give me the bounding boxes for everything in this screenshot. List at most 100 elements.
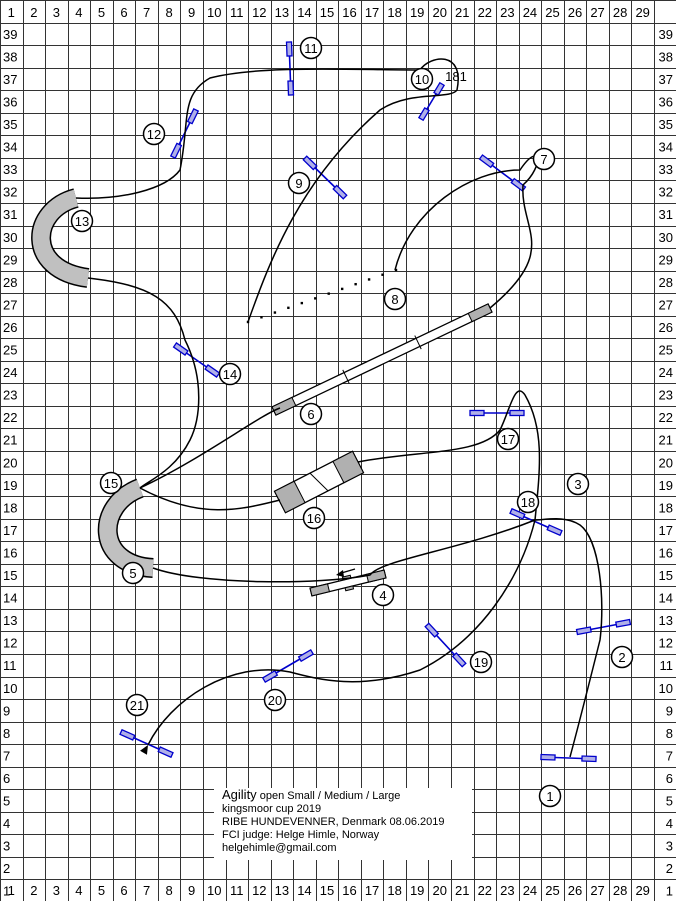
column-label: 9 (188, 5, 195, 20)
column-label: 16 (342, 883, 356, 898)
column-label: 11 (230, 883, 244, 898)
row-label: 1 (3, 884, 10, 899)
row-label: 34 (3, 140, 17, 155)
column-label: 15 (320, 5, 334, 20)
jump-21 (119, 728, 174, 759)
jump-19 (424, 622, 467, 668)
row-label: 22 (659, 410, 673, 425)
row-label: 1 (666, 884, 673, 899)
svg-text:12: 12 (147, 127, 161, 142)
row-label: 16 (3, 545, 17, 560)
row-label: 6 (3, 771, 10, 786)
svg-text:9: 9 (295, 176, 302, 191)
column-label: 18 (387, 5, 401, 20)
row-label: 18 (659, 500, 673, 515)
row-label: 25 (3, 343, 17, 358)
row-label: 27 (3, 297, 17, 312)
column-label: 19 (410, 5, 424, 20)
obstacle-number-17: 17 (496, 427, 520, 451)
course-info-box: Agility open Small / Medium / Large king… (214, 788, 472, 860)
row-label: 19 (3, 478, 17, 493)
column-label: 27 (590, 883, 604, 898)
column-label: 25 (545, 5, 559, 20)
row-label: 14 (3, 591, 17, 606)
obstacle-number-8: 8 (383, 287, 407, 311)
row-label: 12 (659, 636, 673, 651)
row-label: 37 (659, 72, 673, 87)
svg-text:16: 16 (307, 511, 321, 526)
row-label: 24 (659, 365, 673, 380)
finish-arrow-icon (140, 745, 148, 755)
column-label: 13 (275, 883, 289, 898)
obstacle-number-10: 10 (410, 67, 434, 91)
row-label: 39 (659, 27, 673, 42)
row-label: 35 (3, 117, 17, 132)
svg-text:15: 15 (104, 476, 118, 491)
column-label: 28 (613, 883, 627, 898)
column-label: 23 (500, 5, 514, 20)
row-label: 33 (659, 162, 673, 177)
obstacle-number-5: 5 (121, 561, 145, 585)
column-label: 9 (188, 883, 195, 898)
column-label: 1 (8, 5, 15, 20)
dogwalk (271, 303, 493, 416)
course-classes: open Small / Medium / Large (259, 790, 401, 802)
row-label: 5 (3, 794, 10, 809)
column-label: 19 (410, 883, 424, 898)
row-label: 13 (659, 613, 673, 628)
obstacle-number-2: 2 (610, 645, 634, 669)
obstacle-number-1: 1 (538, 784, 562, 808)
column-label: 20 (432, 5, 446, 20)
column-label: 6 (120, 5, 127, 20)
svg-text:1: 1 (546, 789, 553, 804)
column-label: 20 (432, 883, 446, 898)
row-label: 24 (3, 365, 17, 380)
column-label: 7 (143, 5, 150, 20)
row-label: 17 (3, 523, 17, 538)
column-label: 15 (320, 883, 334, 898)
column-label: 22 (478, 883, 492, 898)
row-label: 2 (666, 861, 673, 876)
row-label: 3 (666, 839, 673, 854)
row-label: 30 (3, 230, 17, 245)
obstacle-number-20: 20 (263, 688, 287, 712)
row-label: 32 (3, 185, 17, 200)
row-label: 21 (659, 433, 673, 448)
obstacle-number-4: 4 (371, 583, 395, 607)
row-label: 20 (659, 455, 673, 470)
column-label: 22 (478, 5, 492, 20)
column-label: 23 (500, 883, 514, 898)
column-label: 7 (143, 883, 150, 898)
column-label: 8 (166, 5, 173, 20)
obstacle-number-16: 16 (302, 506, 326, 530)
column-label: 26 (568, 883, 582, 898)
row-label: 36 (659, 94, 673, 109)
row-label: 31 (3, 207, 17, 222)
row-label: 17 (659, 523, 673, 538)
row-label: 23 (3, 388, 17, 403)
svg-text:20: 20 (268, 693, 282, 708)
row-label: 4 (666, 816, 673, 831)
row-label: 29 (3, 252, 17, 267)
aframe (273, 450, 365, 514)
column-label: 2 (30, 883, 37, 898)
column-label: 21 (455, 883, 469, 898)
jump-7 (478, 154, 527, 192)
row-label: 25 (659, 343, 673, 358)
row-label: 3 (3, 839, 10, 854)
column-label: 24 (523, 5, 537, 20)
row-label: 12 (3, 636, 17, 651)
jump-18 (509, 507, 563, 537)
column-label: 17 (365, 5, 379, 20)
row-label: 28 (3, 275, 17, 290)
row-label: 36 (3, 94, 17, 109)
column-label: 10 (207, 5, 221, 20)
column-label: 17 (365, 883, 379, 898)
row-label: 38 (659, 49, 673, 64)
column-label: 24 (523, 883, 537, 898)
jump-20 (261, 648, 315, 684)
column-label: 1 (8, 883, 15, 898)
row-label: 23 (659, 388, 673, 403)
obstacle-number-18: 18 (516, 490, 540, 514)
